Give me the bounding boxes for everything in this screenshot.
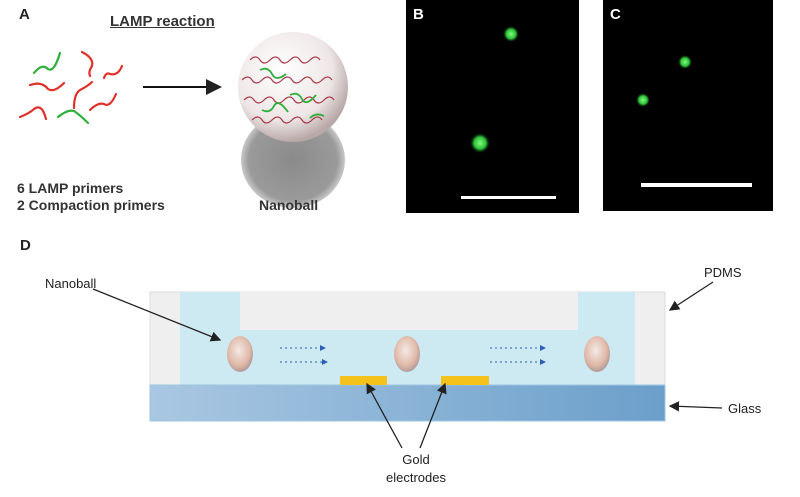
nanoball-sphere bbox=[238, 32, 348, 142]
glass-substrate bbox=[149, 384, 666, 422]
pdms-insert bbox=[240, 292, 578, 330]
primer-red bbox=[88, 92, 118, 112]
nanoball-callout: Nanoball bbox=[45, 276, 97, 291]
primer-red bbox=[72, 80, 94, 110]
nanoball-label: Nanoball bbox=[259, 197, 319, 213]
primer-strands bbox=[18, 50, 124, 125]
gold-electrode bbox=[340, 376, 387, 385]
scale-bar-c bbox=[641, 183, 752, 187]
fluorescent-nanoball bbox=[636, 93, 650, 107]
lamp-primers-label: 6 LAMP primers bbox=[17, 180, 124, 196]
panel-label-b: B bbox=[413, 6, 424, 23]
primer-red bbox=[102, 64, 124, 80]
nanoball bbox=[584, 336, 610, 372]
primer-red bbox=[18, 106, 48, 121]
primer-green bbox=[56, 109, 90, 125]
primer-red bbox=[80, 50, 94, 78]
micrograph-c bbox=[603, 0, 773, 211]
panel-label-d: D bbox=[20, 237, 31, 254]
micrograph-b bbox=[406, 0, 579, 213]
fluorescent-nanoball bbox=[678, 55, 692, 69]
gold-electrode bbox=[441, 376, 489, 385]
primer-green bbox=[32, 51, 62, 75]
pdms-callout: PDMS bbox=[704, 265, 742, 280]
nanoball bbox=[227, 336, 253, 372]
panel-label-a: A bbox=[19, 6, 30, 23]
gold-callout-line1: Gold bbox=[402, 452, 430, 467]
lamp-reaction-title: LAMP reaction bbox=[110, 13, 215, 30]
nanoball bbox=[394, 336, 420, 372]
gold-callout-line2: electrodes bbox=[386, 470, 446, 485]
fluorescent-nanoball bbox=[503, 26, 519, 42]
flow-arrows bbox=[280, 345, 546, 365]
scale-bar-b bbox=[461, 196, 556, 199]
primer-red bbox=[28, 81, 66, 92]
fluorescent-nanoball bbox=[470, 133, 490, 153]
panel-label-c: C bbox=[610, 6, 621, 23]
nanoball-shadow bbox=[241, 112, 345, 208]
nanoball-strands bbox=[241, 56, 335, 124]
glass-callout: Glass bbox=[728, 401, 762, 416]
compaction-primers-label: 2 Compaction primers bbox=[17, 197, 165, 213]
callout-arrows bbox=[92, 281, 723, 449]
